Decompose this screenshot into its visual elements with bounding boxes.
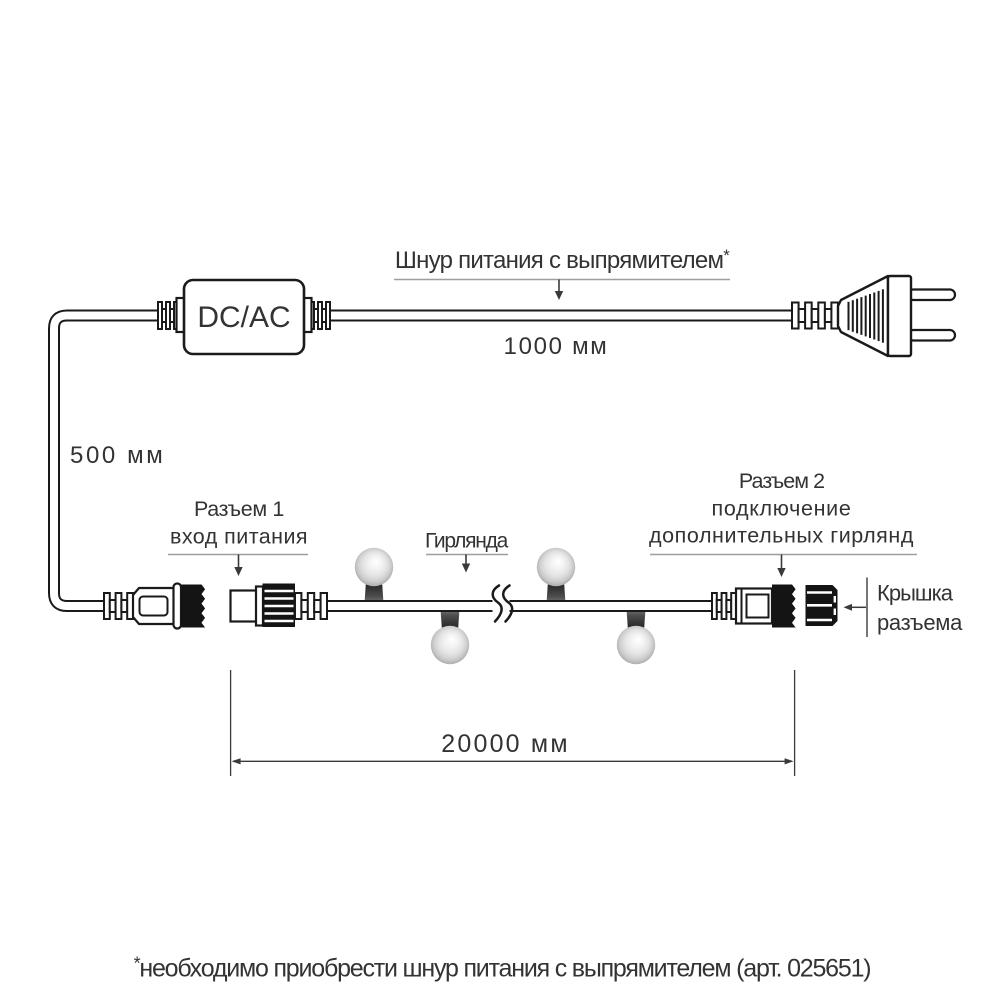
svg-text:разъема: разъема xyxy=(877,610,963,635)
svg-text:Крышка: Крышка xyxy=(877,581,954,606)
svg-text:*необходимо приобрести шнур пи: *необходимо приобрести шнур питания с вы… xyxy=(134,954,871,983)
svg-text:500 мм: 500 мм xyxy=(70,442,165,469)
svg-text:дополнительных гирлянд: дополнительных гирлянд xyxy=(649,524,914,548)
svg-text:вход питания: вход питания xyxy=(170,525,308,549)
svg-text:подключение: подключение xyxy=(712,497,852,521)
svg-text:DC/AC: DC/AC xyxy=(197,301,290,334)
svg-text:Разъем 2: Разъем 2 xyxy=(739,469,824,493)
svg-text:1000 мм: 1000 мм xyxy=(504,333,609,360)
svg-text:Разъем 1: Разъем 1 xyxy=(194,497,284,521)
svg-text:Шнур питания с выпрямителем*: Шнур питания с выпрямителем* xyxy=(395,246,730,274)
svg-text:20000 мм: 20000 мм xyxy=(441,730,569,758)
svg-text:Гирлянда: Гирлянда xyxy=(425,530,509,553)
